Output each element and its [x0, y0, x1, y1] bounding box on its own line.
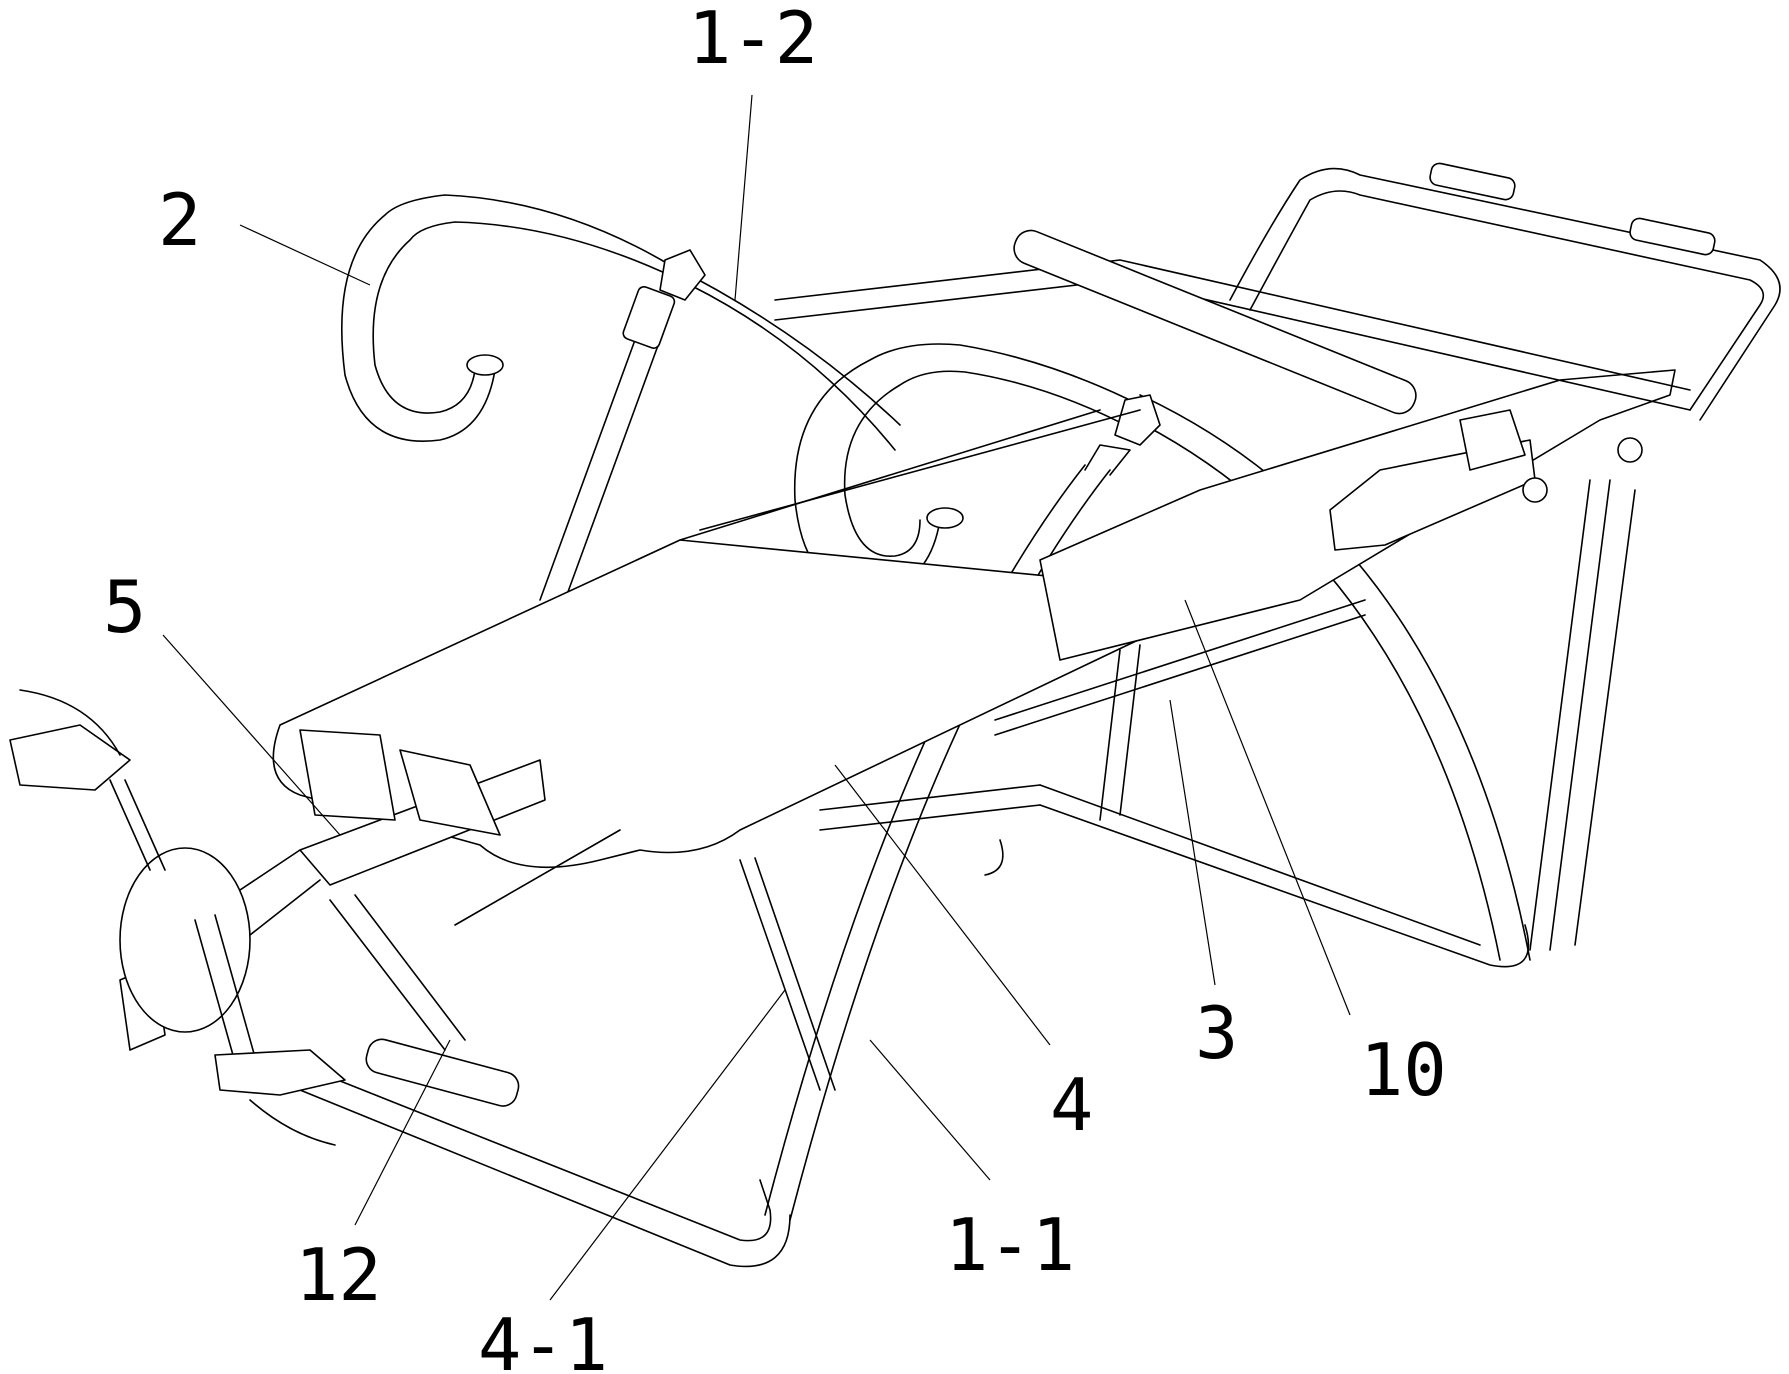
label-3: 3 [1195, 991, 1238, 1075]
leader-12 [354, 1039, 451, 1226]
label-2: 2 [158, 178, 201, 262]
leader-4-1 [549, 989, 786, 1301]
leader-10 [1184, 599, 1351, 1016]
seat-board-4 [272, 409, 1191, 869]
handle-2 [340, 194, 901, 451]
label-12: 12 [295, 1233, 382, 1317]
leader-4 [834, 764, 1051, 1046]
rollers [1013, 229, 1643, 551]
reference-labels: 2 1-2 5 4 3 10 12 4-1 1-1 [103, 0, 1447, 1374]
leader-lines [162, 94, 1351, 1301]
seat-legs [739, 839, 1004, 1091]
label-1-2: 1-2 [688, 0, 818, 80]
base-frame [299, 784, 1530, 1268]
label-1-1: 1-1 [945, 1203, 1075, 1287]
leader-5 [162, 634, 341, 836]
leader-2 [239, 224, 371, 286]
side-rails [994, 479, 1636, 951]
label-4-1: 4-1 [478, 1303, 608, 1374]
leader-3 [1169, 699, 1216, 986]
label-4: 4 [1050, 1063, 1093, 1147]
label-10: 10 [1360, 1028, 1447, 1112]
label-5: 5 [103, 565, 146, 649]
pedal-assembly [9, 689, 621, 1146]
leader-1-1 [869, 1039, 991, 1181]
leader-1-2 [734, 94, 753, 301]
rear-leg [539, 286, 676, 601]
arched-frame [764, 394, 1531, 1221]
top-rail [774, 162, 1781, 421]
